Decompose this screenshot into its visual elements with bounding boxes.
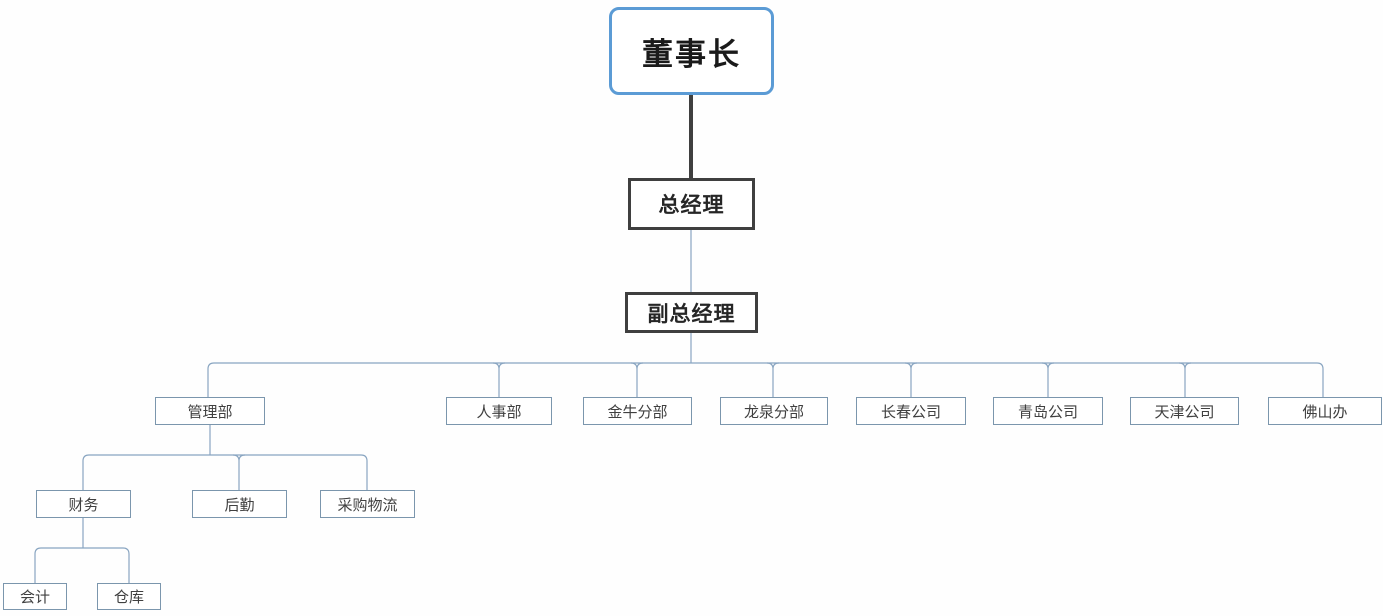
org-node-longquan-branch[interactable]: 龙泉分部 — [720, 397, 828, 425]
org-node-foshan-office[interactable]: 佛山办 — [1268, 397, 1382, 425]
rail-level6 — [34, 547, 130, 583]
rail-level5 — [82, 454, 368, 490]
org-node-deputy-general-manager[interactable]: 副总经理 — [625, 292, 758, 333]
org-node-qingdao-company[interactable]: 青岛公司 — [993, 397, 1103, 425]
org-node-chairman[interactable]: 董事长 — [609, 7, 774, 95]
org-node-tianjin-company[interactable]: 天津公司 — [1130, 397, 1239, 425]
org-node-logistics[interactable]: 后勤 — [192, 490, 287, 518]
org-node-procurement-logistics[interactable]: 采购物流 — [320, 490, 415, 518]
org-node-jinniu-branch[interactable]: 金牛分部 — [583, 397, 692, 425]
org-node-changchun-company[interactable]: 长春公司 — [856, 397, 966, 425]
org-node-accounting[interactable]: 会计 — [3, 583, 67, 610]
org-node-general-manager[interactable]: 总经理 — [628, 178, 755, 230]
rail-level4 — [207, 362, 1324, 397]
org-node-management-dept[interactable]: 管理部 — [155, 397, 265, 425]
org-node-warehouse[interactable]: 仓库 — [97, 583, 161, 610]
org-node-hr-dept[interactable]: 人事部 — [446, 397, 552, 425]
org-node-finance[interactable]: 财务 — [36, 490, 131, 518]
